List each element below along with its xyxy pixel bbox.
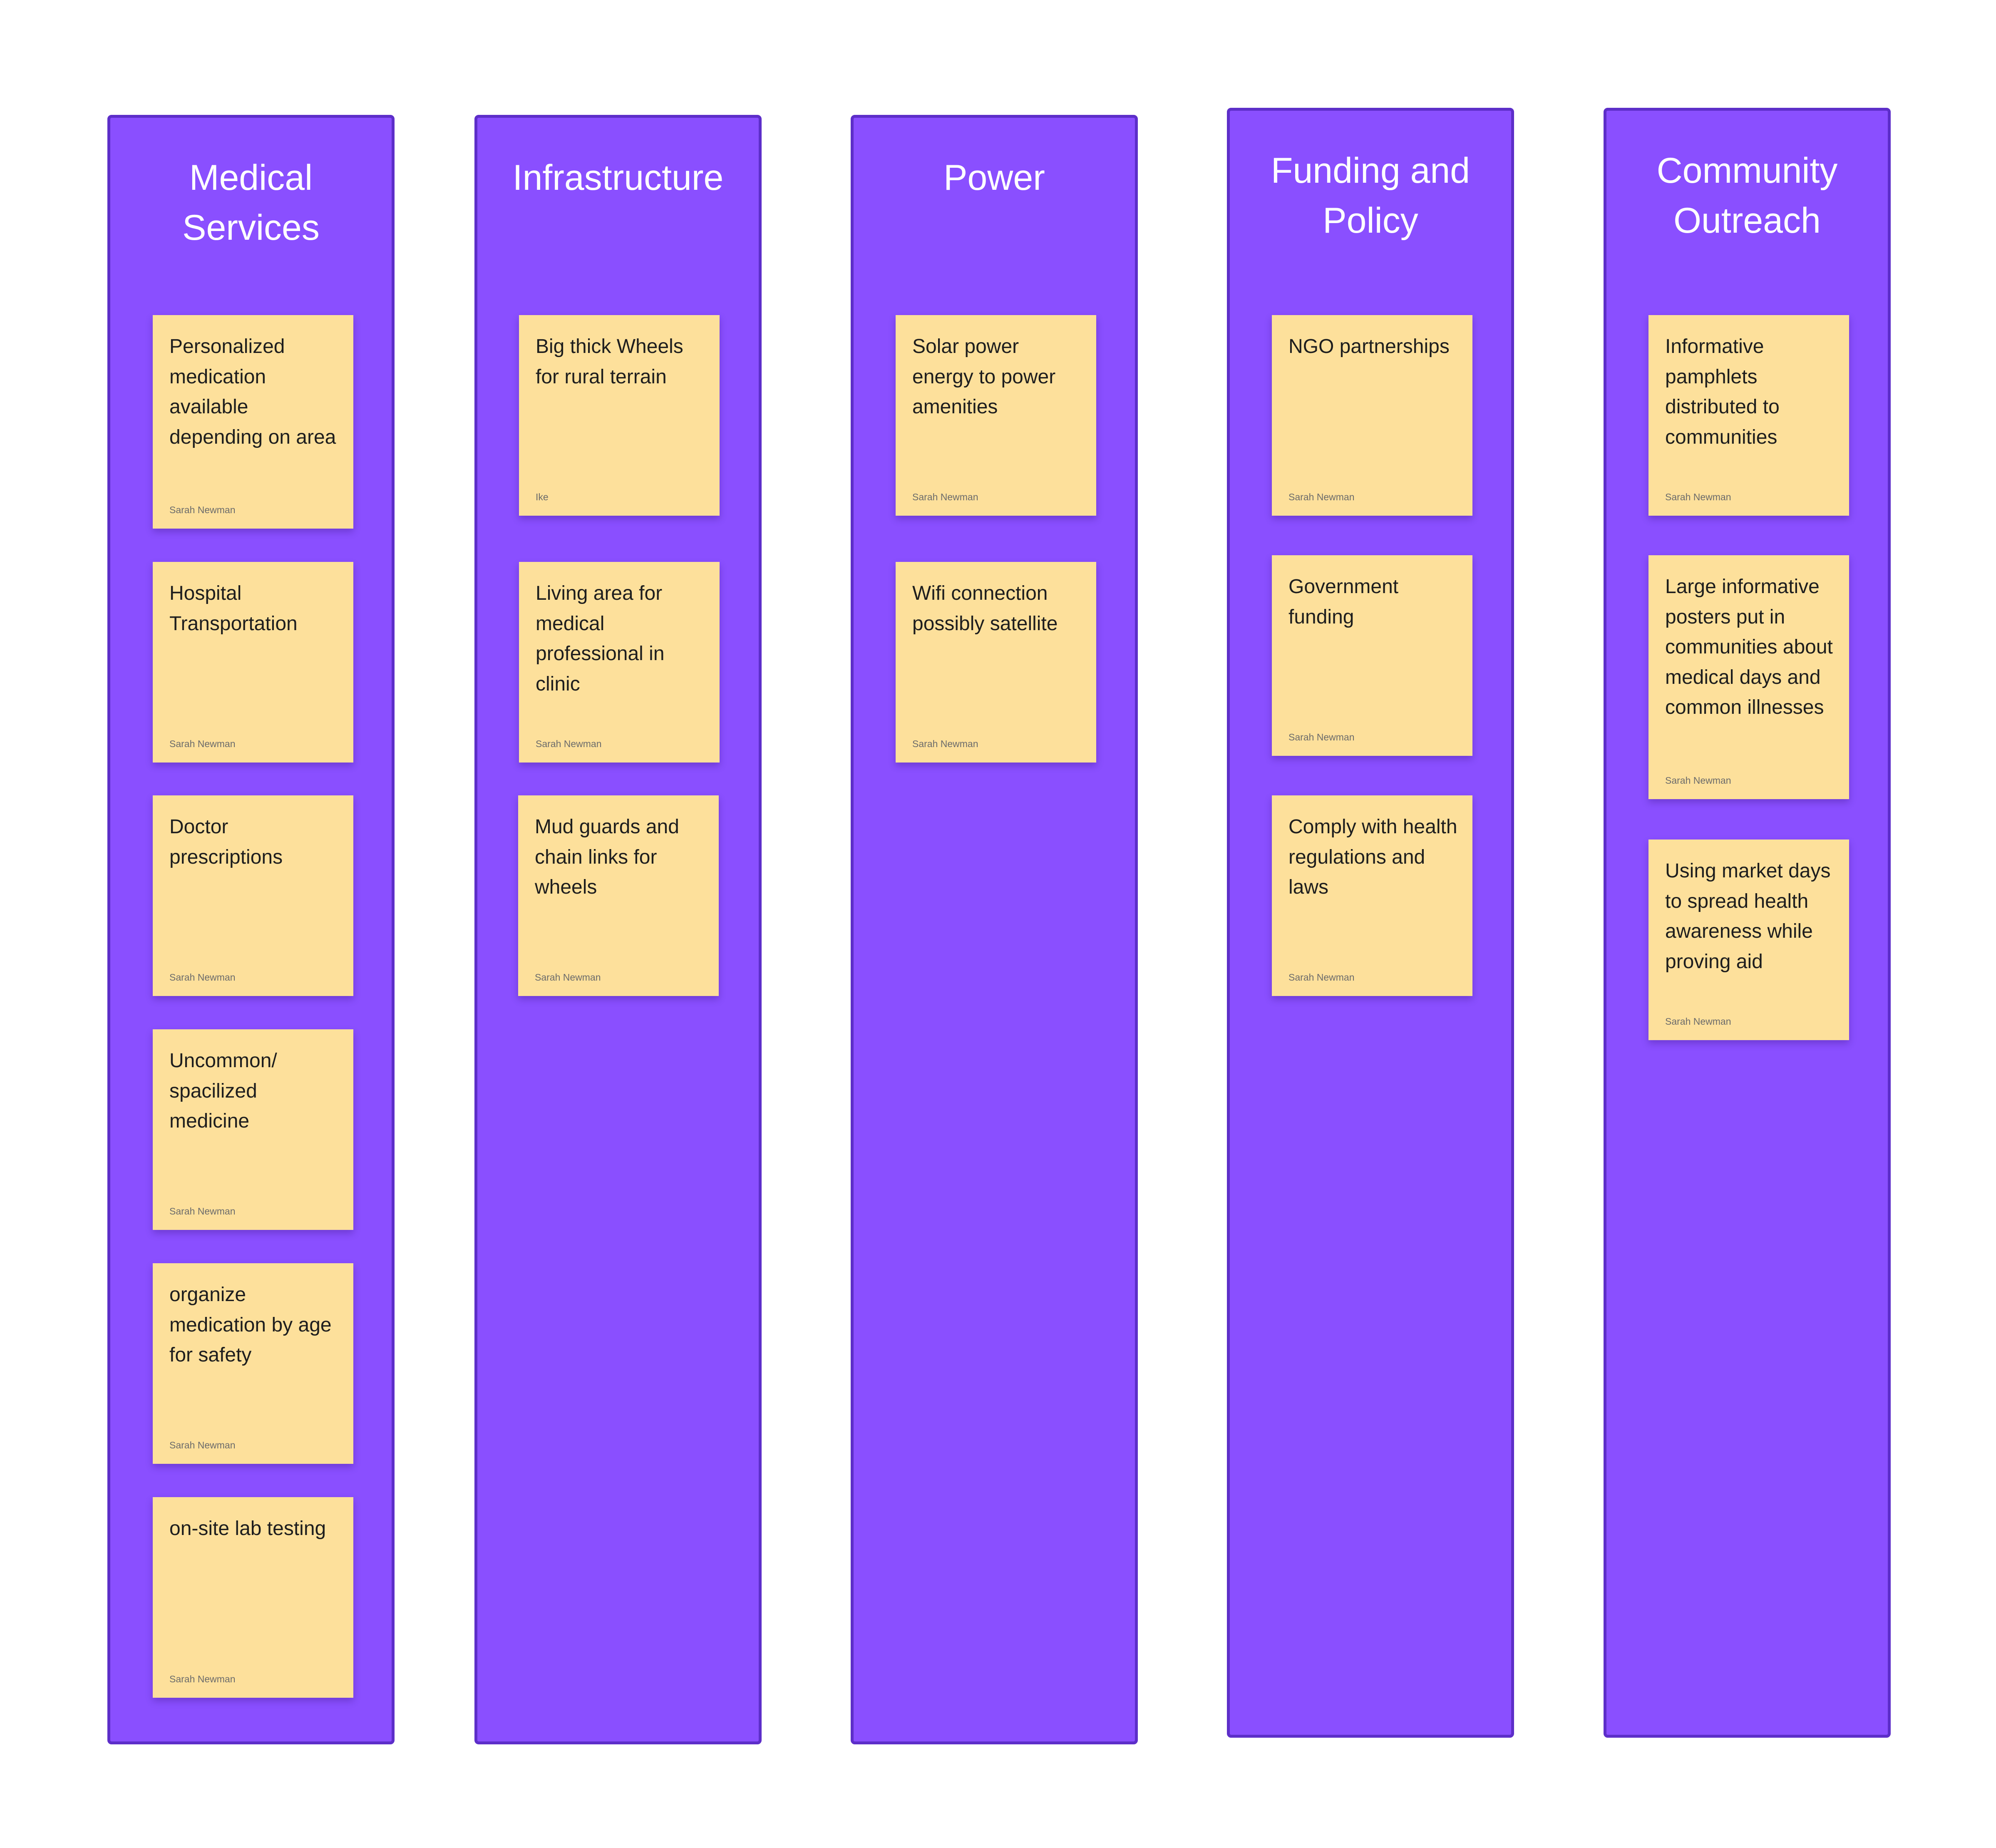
note-author: Sarah Newman: [169, 1206, 236, 1217]
note-text: Personalized medication available depend…: [169, 335, 336, 448]
column-power[interactable]: Power Solar power energy to power amenit…: [851, 115, 1138, 1744]
sticky-note[interactable]: Wifi connection possibly satellite Sarah…: [896, 562, 1096, 763]
column-community-outreach[interactable]: Community Outreach Informative pamphlets…: [1604, 108, 1891, 1738]
sticky-note[interactable]: NGO partnerships Sarah Newman: [1272, 315, 1472, 516]
sticky-note[interactable]: on-site lab testing Sarah Newman: [153, 1497, 353, 1698]
sticky-note[interactable]: Solar power energy to power amenities Sa…: [896, 315, 1096, 516]
sticky-note[interactable]: Comply with health regulations and laws …: [1272, 795, 1472, 996]
note-text: Wifi connection possibly satellite: [912, 582, 1058, 635]
sticky-note[interactable]: Living area for medical professional in …: [519, 562, 720, 763]
note-author: Sarah Newman: [1665, 1016, 1731, 1027]
note-author: Sarah Newman: [535, 972, 601, 983]
note-author: Sarah Newman: [1288, 972, 1355, 983]
column-infrastructure[interactable]: Infrastructure Big thick Wheels for rura…: [474, 115, 762, 1744]
note-text: Living area for medical professional in …: [536, 582, 665, 695]
note-author: Ike: [536, 492, 549, 502]
note-author: Sarah Newman: [169, 1440, 236, 1451]
column-title: Community Outreach: [1656, 151, 1838, 241]
sticky-note[interactable]: Personalized medication available depend…: [153, 315, 353, 529]
sticky-note[interactable]: Large informative posters put in communi…: [1648, 555, 1849, 799]
note-author: Sarah Newman: [536, 738, 602, 749]
column-title: Infrastructure: [512, 158, 724, 198]
note-text: Uncommon/ spacilized medicine: [169, 1050, 277, 1132]
sticky-note[interactable]: Doctor prescriptions Sarah Newman: [153, 795, 353, 996]
note-text: Large informative posters put in communi…: [1665, 576, 1833, 718]
note-text: Government funding: [1288, 576, 1399, 628]
note-author: Sarah Newman: [1288, 732, 1355, 743]
note-text: organize medication by age for safety: [169, 1284, 332, 1366]
note-text: on-site lab testing: [169, 1518, 326, 1540]
note-author: Sarah Newman: [169, 1674, 236, 1684]
column-funding-and-policy[interactable]: Funding and Policy NGO partnerships Sara…: [1227, 108, 1514, 1738]
column-medical-services[interactable]: Medical Services Personalized medication…: [107, 115, 395, 1744]
note-text: Solar power energy to power amenities: [912, 335, 1056, 418]
note-author: Sarah Newman: [1665, 775, 1731, 786]
note-text: Using market days to spread health aware…: [1665, 860, 1831, 973]
note-text: Big thick Wheels for rural terrain: [536, 335, 683, 388]
note-text: Mud guards and chain links for wheels: [535, 816, 679, 898]
sticky-note[interactable]: Informative pamphlets distributed to com…: [1648, 315, 1849, 516]
sticky-note[interactable]: Big thick Wheels for rural terrain Ike: [519, 315, 720, 516]
note-author: Sarah Newman: [169, 738, 236, 749]
note-author: Sarah Newman: [1665, 492, 1731, 502]
note-text: Comply with health regulations and laws: [1288, 816, 1457, 898]
note-text: Informative pamphlets distributed to com…: [1665, 335, 1780, 448]
note-text: NGO partnerships: [1288, 335, 1450, 358]
sticky-note[interactable]: Using market days to spread health aware…: [1648, 840, 1849, 1040]
column-title: Funding and Policy: [1271, 151, 1470, 241]
sticky-note[interactable]: Mud guards and chain links for wheels Sa…: [518, 795, 719, 996]
note-text: Doctor prescriptions: [169, 816, 283, 868]
note-author: Sarah Newman: [912, 492, 978, 502]
note-author: Sarah Newman: [169, 972, 236, 983]
sticky-note[interactable]: Uncommon/ spacilized medicine Sarah Newm…: [153, 1029, 353, 1230]
note-author: Sarah Newman: [1288, 492, 1355, 502]
sticky-note[interactable]: organize medication by age for safety Sa…: [153, 1263, 353, 1464]
column-title: Medical Services: [182, 158, 320, 248]
note-author: Sarah Newman: [912, 738, 978, 749]
note-text: Hospital Transportation: [169, 582, 298, 635]
sticky-note[interactable]: Hospital Transportation Sarah Newman: [153, 562, 353, 763]
sticky-note[interactable]: Government funding Sarah Newman: [1272, 555, 1472, 756]
column-title: Power: [943, 158, 1045, 198]
note-author: Sarah Newman: [169, 504, 236, 515]
